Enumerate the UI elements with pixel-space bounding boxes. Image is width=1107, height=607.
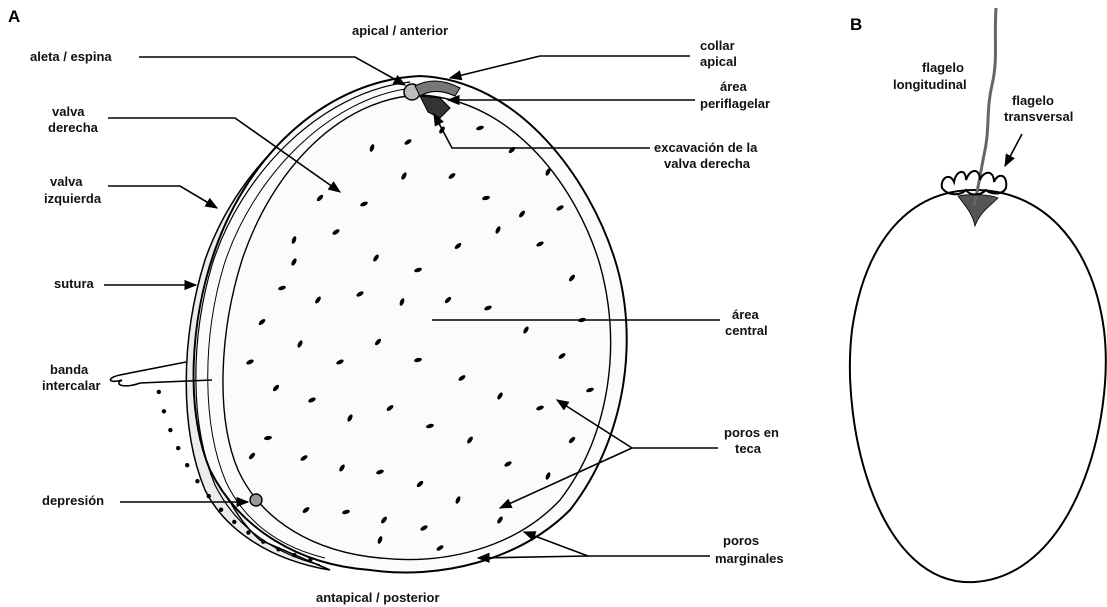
marginal-pore <box>261 540 265 544</box>
marginal-pore <box>308 557 312 561</box>
label-aleta: aleta / espina <box>30 49 112 64</box>
label-sutura: sutura <box>54 276 95 291</box>
label-valva-derecha-2: derecha <box>48 120 99 135</box>
marginal-pore <box>168 428 172 432</box>
marginal-pore <box>219 508 223 512</box>
label-antapical: antapical / posterior <box>316 590 440 605</box>
label-area-central-1: área <box>732 307 760 322</box>
marginal-pore <box>292 553 296 557</box>
leader-collar <box>450 56 690 78</box>
label-depresion: depresión <box>42 493 104 508</box>
panel-b-letter: B <box>850 15 862 34</box>
marginal-pore <box>246 530 250 534</box>
label-poros-marginales-2: marginales <box>715 551 784 566</box>
label-poros-teca-1: poros en <box>724 425 779 440</box>
panel-b-cell <box>850 8 1106 582</box>
leader-aleta <box>139 57 405 85</box>
panel-a-letter: A <box>8 7 20 26</box>
label-area-central-2: central <box>725 323 768 338</box>
label-poros-marginales-1: poros <box>723 533 759 548</box>
label-flagelo-long-2: longitudinal <box>893 77 967 92</box>
label-collar-2: apical <box>700 54 737 69</box>
label-banda-1: banda <box>50 362 89 377</box>
label-collar-1: collar <box>700 38 735 53</box>
marginal-pore <box>207 494 211 498</box>
marginal-pore <box>276 547 280 551</box>
leader-flagelo-trans <box>1005 134 1022 166</box>
marginal-pore <box>232 520 236 524</box>
label-flagelo-long-1: flagelo <box>922 60 964 75</box>
label-poros-teca-2: teca <box>735 441 762 456</box>
leader-poros-marginales-1 <box>524 532 588 556</box>
marginal-pore <box>157 390 161 394</box>
marginal-pore <box>176 446 180 450</box>
label-valva-izquierda-1: valva <box>50 174 83 189</box>
label-valva-derecha-1: valva <box>52 104 85 119</box>
label-periflagelar-1: área <box>720 79 748 94</box>
label-excavacion-2: valva derecha <box>664 156 751 171</box>
marginal-pore <box>185 463 189 467</box>
label-apical: apical / anterior <box>352 23 448 38</box>
label-valva-izquierda-2: izquierda <box>44 191 102 206</box>
marginal-pore <box>195 479 199 483</box>
panel-a-cell <box>157 76 627 573</box>
label-flagelo-trans-1: flagelo <box>1012 93 1054 108</box>
label-excavacion-1: excavación de la <box>654 140 758 155</box>
cell-b-outline <box>850 190 1106 582</box>
label-periflagelar-2: periflagelar <box>700 96 770 111</box>
depression-pit <box>250 494 262 506</box>
label-flagelo-trans-2: transversal <box>1004 109 1073 124</box>
label-banda-2: intercalar <box>42 378 101 393</box>
leader-valva-izquierda <box>108 186 217 208</box>
marginal-pore <box>162 409 166 413</box>
